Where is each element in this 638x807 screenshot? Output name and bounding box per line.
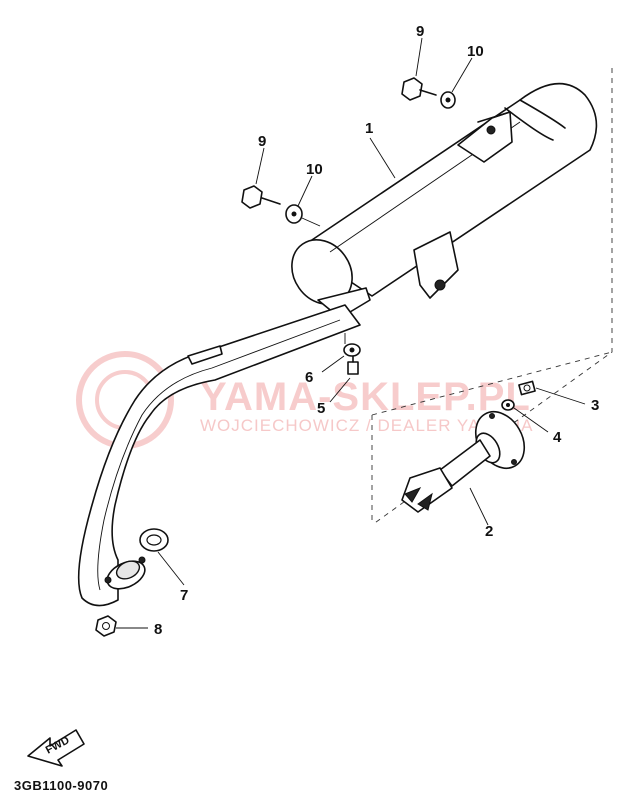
- callout-4: 4: [553, 429, 562, 446]
- callout-2: 2: [485, 523, 493, 540]
- callout-6: 6: [305, 369, 313, 386]
- arrester-bolt: [518, 380, 586, 405]
- part-code: 3GB1100-9070: [14, 778, 108, 793]
- arrester-washer: [501, 399, 549, 433]
- gasket: [139, 528, 185, 586]
- callout-7: 7: [180, 587, 188, 604]
- callout-9-lower: 9: [258, 133, 266, 150]
- watermark-title: YAMA-SKLEP.PL: [200, 375, 531, 419]
- mount-washer-lower: [285, 175, 321, 227]
- nut: [95, 615, 148, 637]
- watermark-subtitle: WOJCIECHOWICZ / DEALER YAMAHA: [200, 416, 533, 435]
- mount-bolt-upper: [401, 37, 437, 101]
- callout-10-lower: 10: [306, 161, 323, 178]
- leader-part-1: [369, 137, 396, 179]
- muffler: [291, 82, 598, 319]
- mount-bolt-lower: [241, 147, 281, 209]
- callout-5: 5: [317, 400, 325, 417]
- watermark: YAMA-SKLEP.PL WOJCIECHOWICZ / DEALER YAM…: [76, 351, 533, 449]
- mount-washer-upper: [440, 57, 473, 109]
- callout-1: 1: [365, 120, 373, 137]
- callout-9-upper: 9: [416, 23, 424, 40]
- exhaust-pipe: [77, 304, 361, 607]
- spark-arrester: [401, 410, 526, 526]
- callout-10-upper: 10: [467, 43, 484, 60]
- callout-8: 8: [154, 621, 162, 638]
- callout-3: 3: [591, 397, 599, 414]
- fwd-arrow: FWD: [27, 729, 85, 767]
- pipe-washer: [321, 333, 361, 373]
